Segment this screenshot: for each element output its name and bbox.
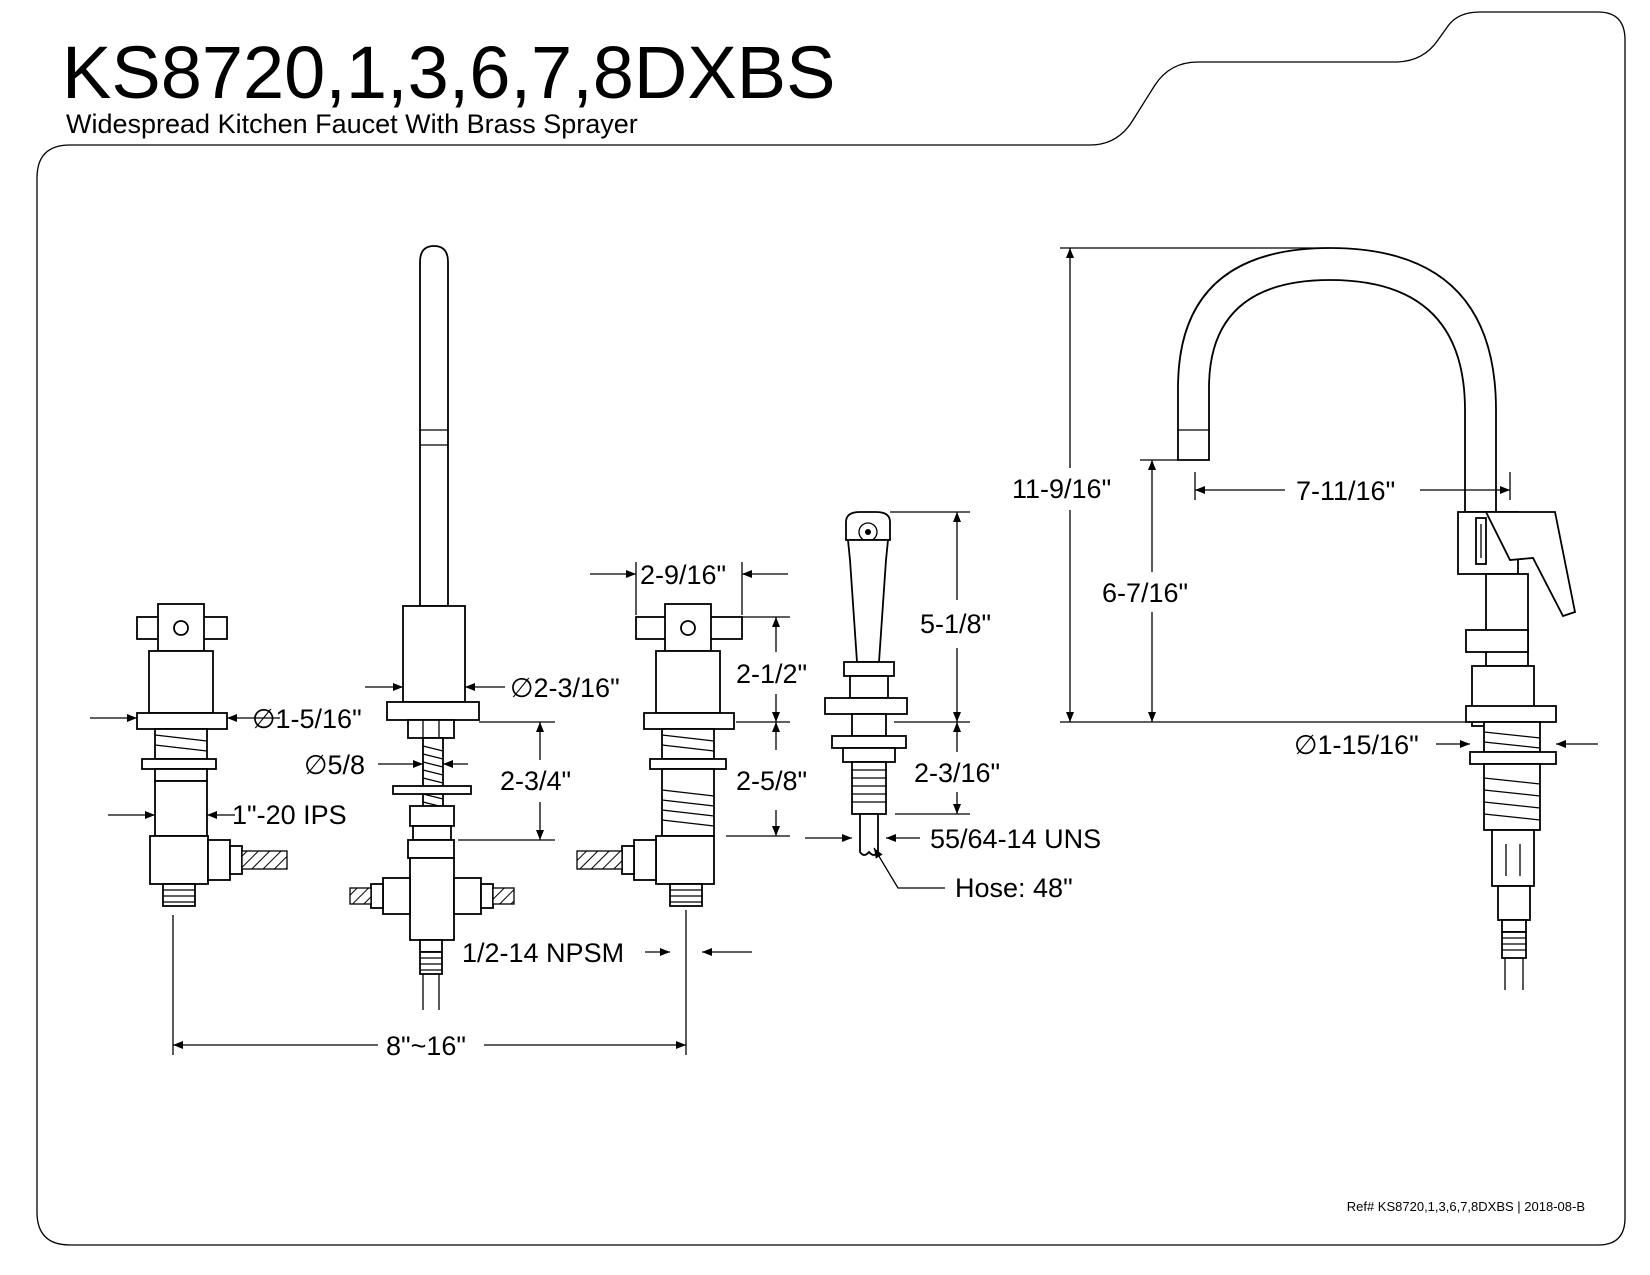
dim-handle-spread: 2-9/16" [640,560,726,590]
sheet-frame [36,11,1626,1246]
dim-sprayer-shank-length: 2-3/16" [914,758,1000,788]
dim-handle-shank-length: 2-5/8" [736,766,807,796]
sprayer [824,511,908,856]
dim-spout-clearance: 6-7/16" [1102,578,1188,608]
left-handle-valve [136,603,288,907]
dim-side-base-dia: ∅1-15/16" [1294,730,1419,760]
faucet-side-view [1177,247,1577,990]
dim-center-spread: 8"~16" [386,1031,466,1061]
dim-handle-thread: 1"-20 IPS [232,800,347,830]
dim-sprayer-thread: 55/64-14 UNS [930,824,1101,854]
dim-sprayer-height: 5-1/8" [920,609,991,639]
dim-spout-shank-length: 2-3/4" [500,766,571,796]
dim-spout-shank-dia: ∅5/8 [304,750,365,780]
dim-spout-reach: 7-11/16" [1296,476,1395,506]
center-spout-front [349,245,515,1010]
dim-handle-base-dia: ∅1-5/16" [252,704,362,734]
dimension-lines [90,247,1598,1055]
dim-handle-height: 2-1/2" [736,659,807,689]
dim-hose-length: Hose: 48" [955,873,1073,903]
model-title: KS8720,1,3,6,7,8DXBS [62,31,835,114]
product-description: Widespread Kitchen Faucet With Brass Spr… [66,109,638,139]
right-handle-valve [576,603,743,907]
dim-spout-base-dia: ∅2-3/16" [510,673,620,703]
dim-overall-height: 11-9/16" [1012,474,1111,504]
dim-supply-thread: 1/2-14 NPSM [462,938,624,968]
reference-note: Ref# KS8720,1,3,6,7,8DXBS | 2018-08-B [1347,1199,1585,1214]
